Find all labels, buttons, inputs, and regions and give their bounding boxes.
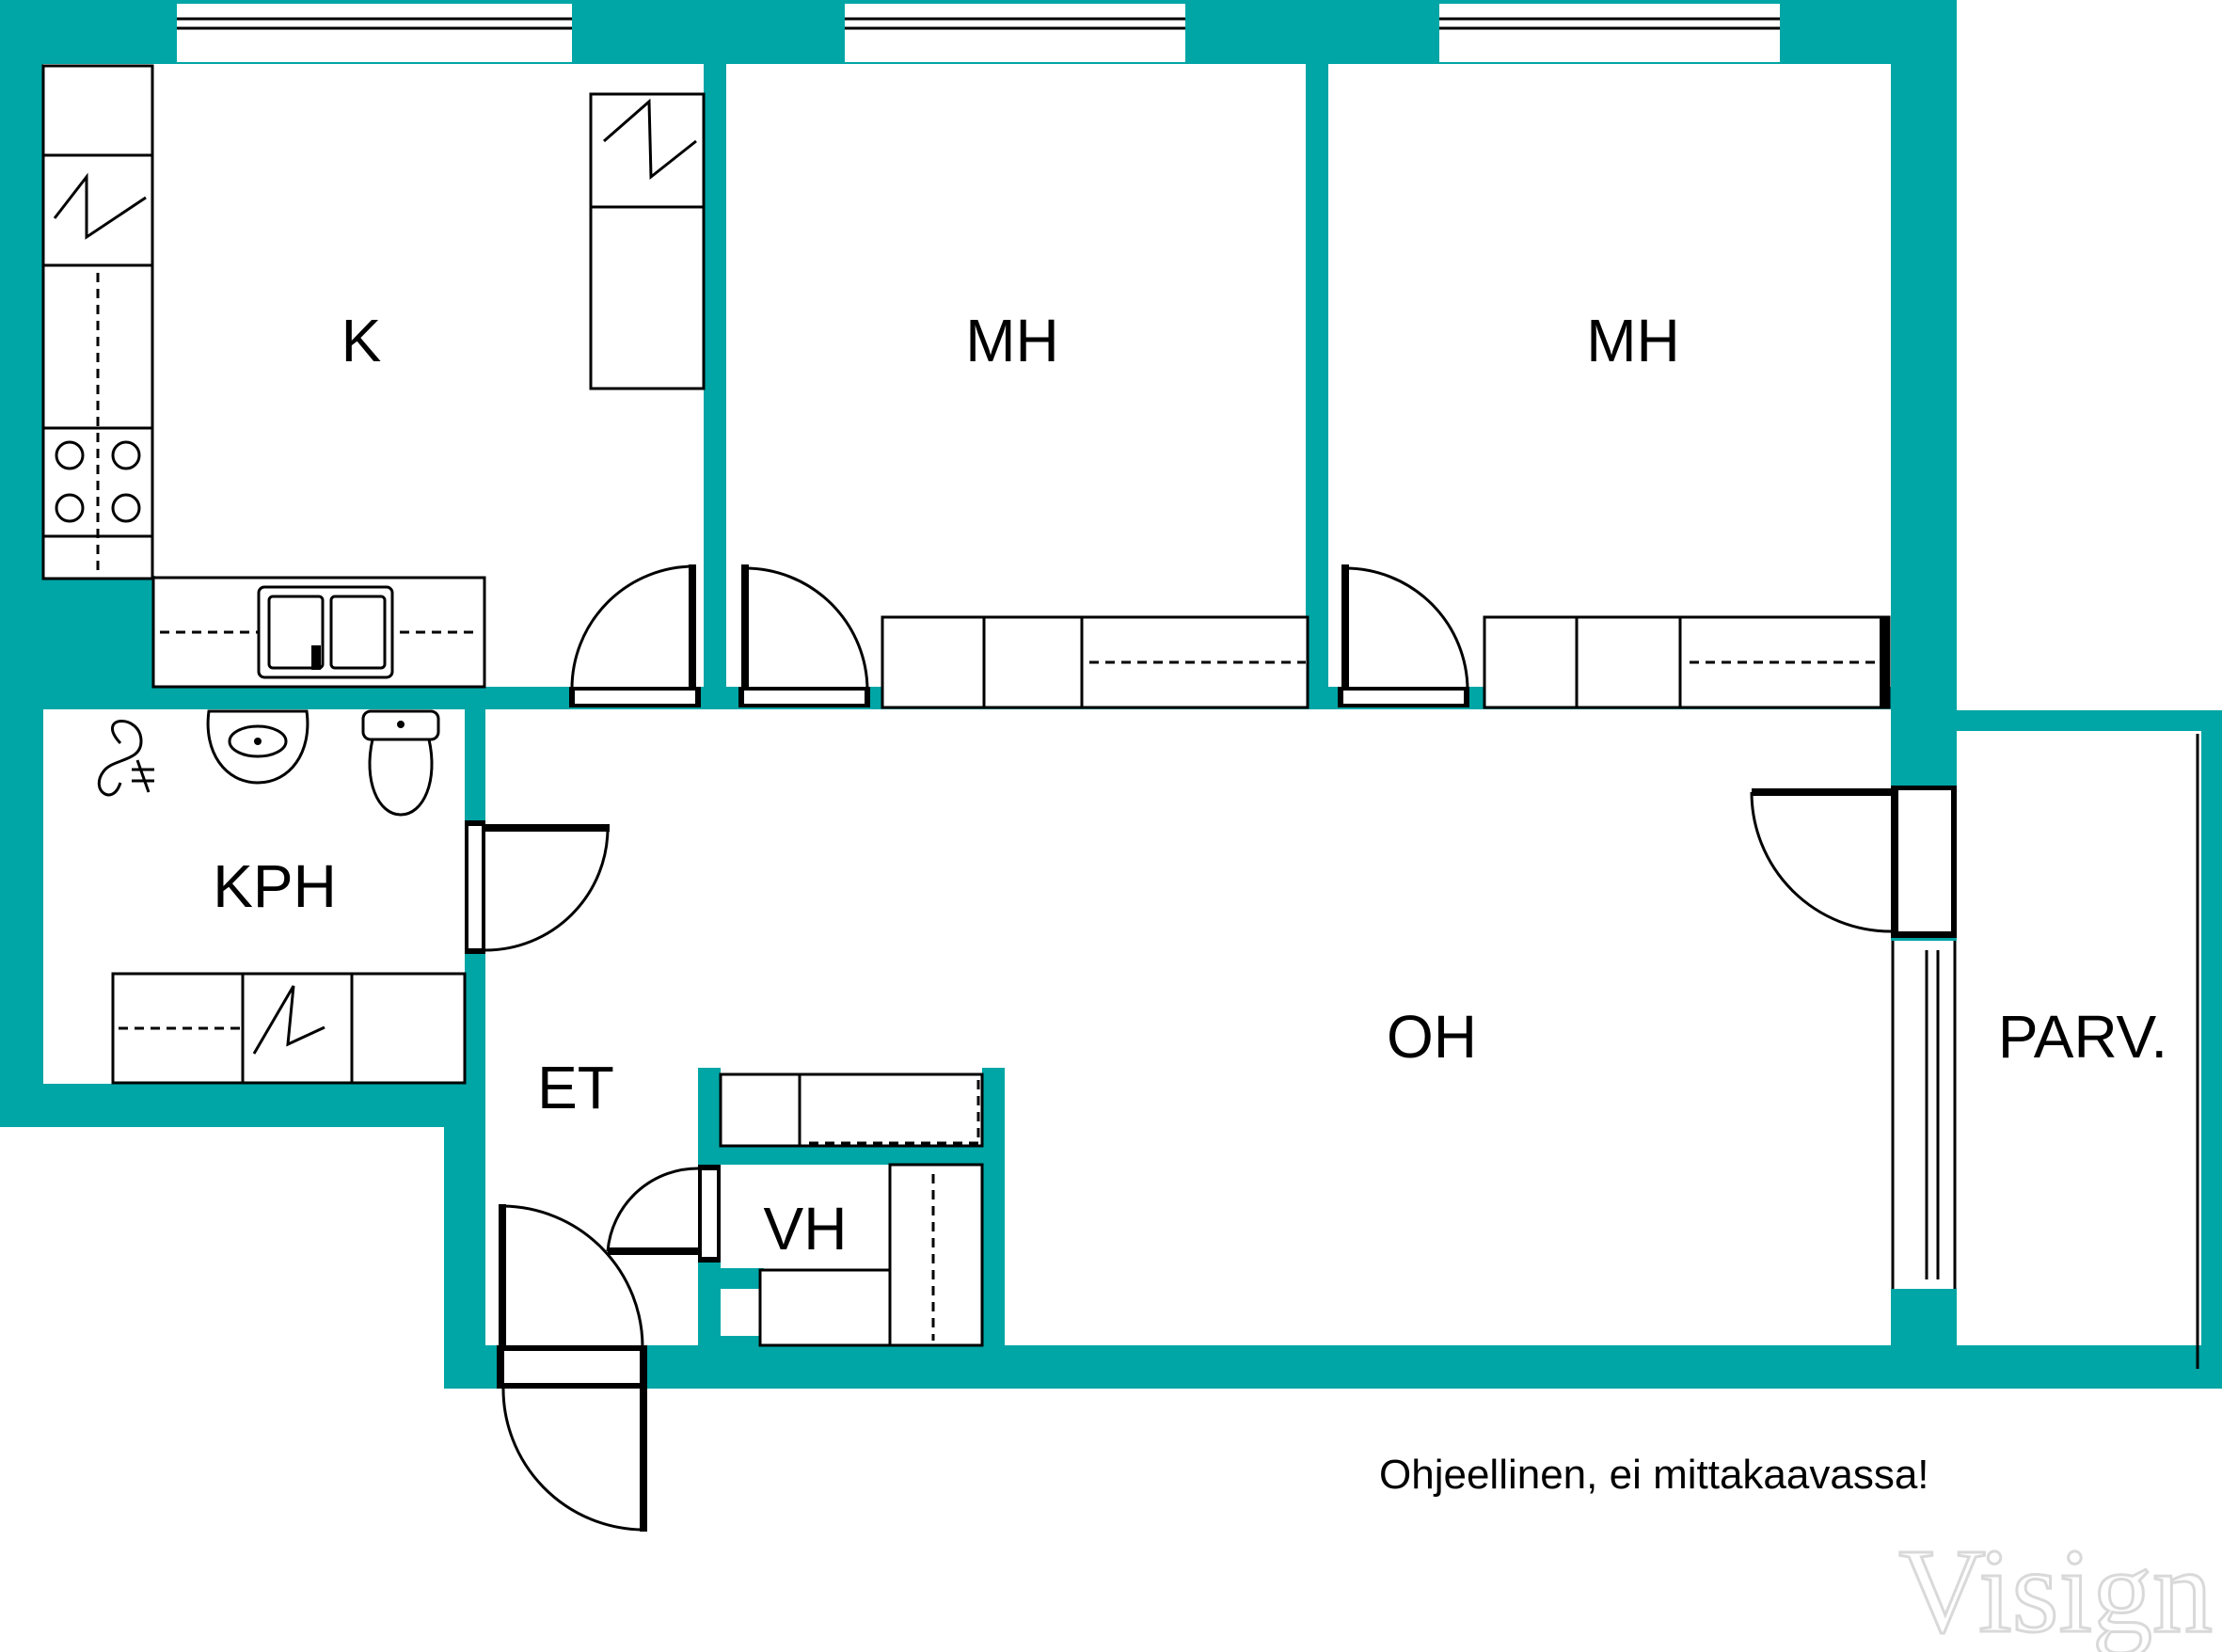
scale-disclaimer: Ohjeellinen, ei mittakaavassa! (1379, 1452, 1929, 1498)
room-label-walk-in-closet: VH (764, 1195, 848, 1263)
room-label-entrance-hall: ET (537, 1054, 614, 1121)
room-label-bedroom-2: MH (1586, 307, 1680, 374)
doors (465, 564, 1957, 1532)
visign-logo: Visign (1898, 1524, 2213, 1652)
room-label-kitchen: K (341, 307, 382, 374)
room-label-balcony: PARV. (1998, 1003, 2167, 1071)
windows (177, 4, 2199, 1369)
bathroom-fixtures (97, 709, 467, 1085)
closet-fixtures (719, 1072, 984, 1347)
kitchen-fixtures (41, 64, 706, 689)
room-label-bedroom-1: MH (965, 307, 1059, 374)
wardrobes (881, 615, 1891, 709)
room-label-bathroom: KPH (213, 852, 337, 920)
room-label-living-room: OH (1387, 1003, 1477, 1071)
